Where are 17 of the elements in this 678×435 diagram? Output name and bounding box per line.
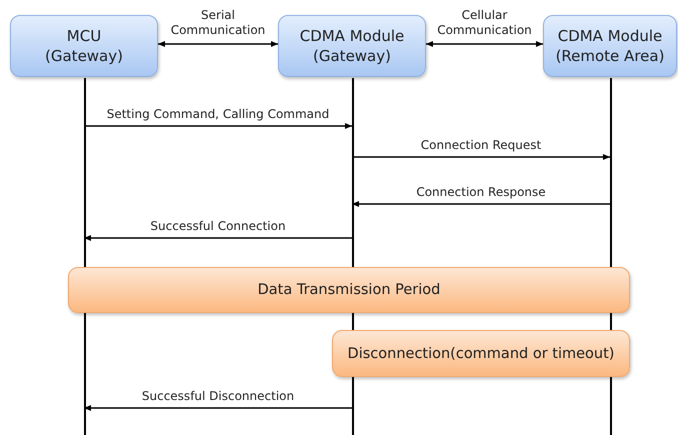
edge-label: Connection Response xyxy=(414,185,548,200)
arrow xyxy=(352,154,610,160)
process-box: Disconnection(command or timeout) xyxy=(332,330,630,377)
participant-label: MCU (Gateway) xyxy=(44,26,124,66)
arrow xyxy=(84,405,352,411)
arrow xyxy=(426,41,543,47)
edge-label: Connection Request xyxy=(418,138,544,153)
arrow xyxy=(84,123,352,129)
edge-label: Cellular Communication xyxy=(436,8,533,38)
edge-label: Setting Command, Calling Command xyxy=(104,107,332,122)
participant-label: CDMA Module (Remote Area) xyxy=(554,26,666,66)
arrow xyxy=(352,201,610,207)
participant-label: CDMA Module (Gateway) xyxy=(298,26,406,66)
edge-label: Serial Communication xyxy=(170,8,266,38)
period-bar: Data Transmission Period xyxy=(68,267,630,313)
arrow xyxy=(158,41,278,47)
arrow xyxy=(84,235,352,241)
